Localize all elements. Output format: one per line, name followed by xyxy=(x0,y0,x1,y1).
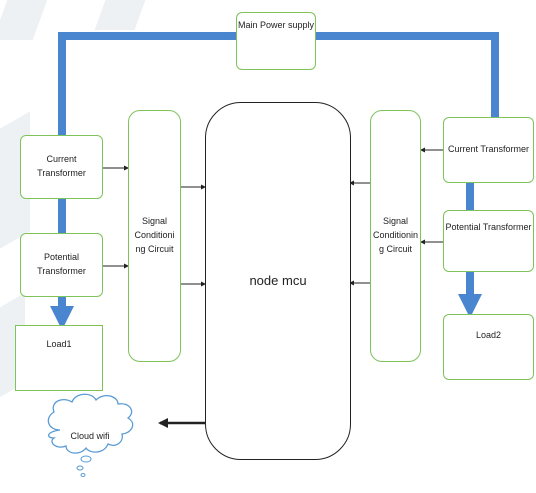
right-signal-conditioning-line3: g Circuit xyxy=(378,243,412,254)
cloud-icon xyxy=(47,393,134,454)
node-mcu-label: node mcu xyxy=(249,272,307,288)
left-potential-transformer-line1: Potential xyxy=(43,252,80,263)
main-power-supply-label: Main Power supply xyxy=(237,20,315,30)
right-potential-transformer-label: Potential Transformer xyxy=(445,222,532,232)
left-potential-transformer-box: Potential Transformer xyxy=(20,233,103,297)
right-signal-conditioning-line2: Conditionin xyxy=(372,230,419,241)
left-signal-conditioning-line2: Conditioni xyxy=(134,230,175,241)
right-current-transformer-box: Current Transformer xyxy=(443,117,534,183)
left-signal-conditioning-box: Signal Conditioni ng Circuit xyxy=(128,110,181,362)
power-bus-left xyxy=(50,32,236,330)
load1-label: Load1 xyxy=(46,339,72,349)
right-signal-conditioning-line1: Signal xyxy=(382,216,409,227)
right-signal-conditioning-box: Signal Conditionin g Circuit xyxy=(370,110,421,362)
left-potential-transformer-label: Potential Transformer xyxy=(37,251,86,279)
cloud-tail-dot xyxy=(80,473,86,477)
load2-label: Load2 xyxy=(475,330,502,340)
left-signal-conditioning-label: Signal Conditioni ng Circuit xyxy=(134,215,174,257)
main-power-supply-box: Main Power supply xyxy=(236,12,316,70)
load1-box: Load1 xyxy=(15,325,103,391)
power-bus-right xyxy=(316,32,499,120)
right-current-transformer-label: Current Transformer xyxy=(447,144,530,155)
left-current-transformer-box: Current Transformer xyxy=(20,135,103,199)
load2-box: Load2 xyxy=(443,314,534,380)
left-signal-conditioning-line3: ng Circuit xyxy=(135,243,174,254)
cloud-tail-dot xyxy=(76,465,84,471)
cloud-wifi-label: Cloud wifi xyxy=(70,431,110,441)
left-potential-transformer-line2: Transformer xyxy=(37,266,86,276)
left-current-transformer-label: Current Transformer xyxy=(37,154,86,178)
right-signal-conditioning-label: Signal Conditionin g Circuit xyxy=(373,215,418,257)
right-potential-transformer-box: Potential Transformer xyxy=(443,210,534,272)
cloud-tail-dot xyxy=(80,455,92,463)
node-mcu-box: node mcu xyxy=(205,102,351,460)
left-signal-conditioning-line1: Signal xyxy=(141,216,168,227)
